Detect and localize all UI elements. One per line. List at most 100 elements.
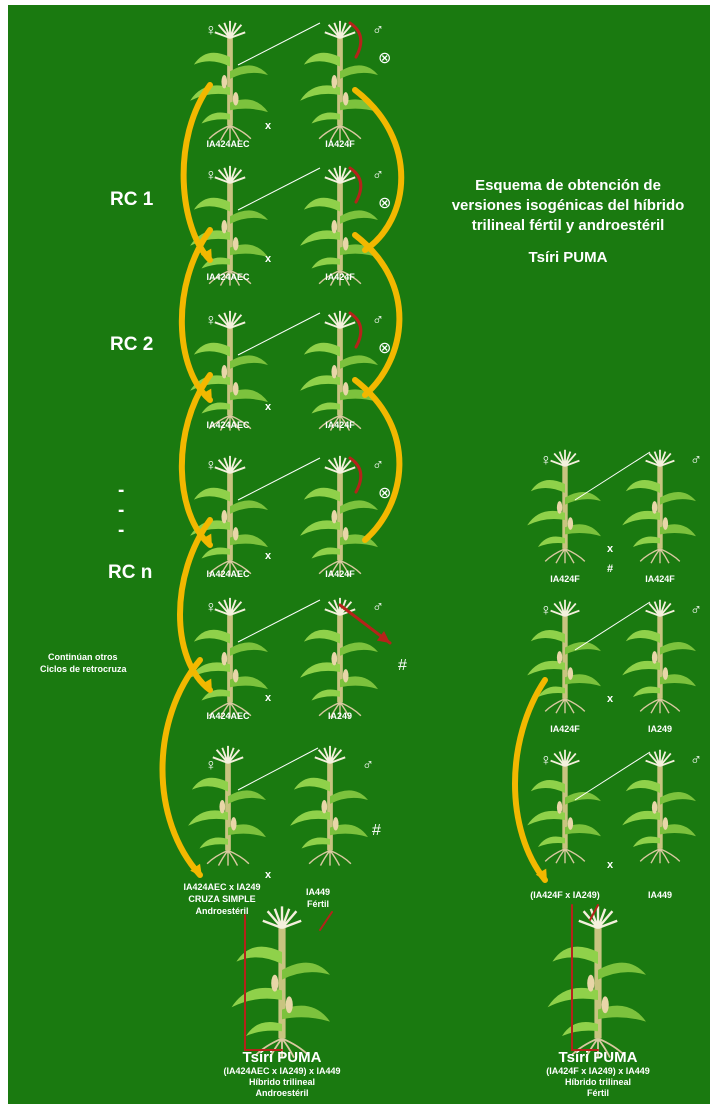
hybrid-name-right: Tsíri PUMA	[559, 1049, 638, 1066]
right-male-plant	[622, 600, 696, 713]
label-rcn: RC n	[108, 562, 152, 583]
pollen-line	[238, 168, 320, 210]
hybrid-left-line-1: (IA424AEC x IA249) x IA449	[223, 1066, 340, 1076]
female-symbol: ♀	[205, 457, 217, 474]
hash-symbol: #	[398, 657, 407, 674]
right-female-label: IA424F	[550, 724, 580, 734]
male-plant	[300, 166, 378, 286]
hash-symbol: #	[372, 822, 381, 839]
male-label: IA424F	[325, 569, 355, 579]
label-rc2: RC 2	[110, 334, 153, 355]
selfing-symbol: ⊗	[378, 340, 391, 357]
backcross-loop	[515, 680, 545, 880]
pollen-line	[575, 752, 650, 800]
hybrid-plant-right	[548, 906, 646, 1057]
single-cross-line-2: CRUZA SIMPLE	[188, 894, 255, 904]
note-line-2: Ciclos de retrocruza	[40, 664, 128, 674]
female-symbol: ♀	[205, 757, 217, 774]
single-cross-female-plant	[188, 746, 266, 866]
female-plant	[190, 166, 268, 286]
title-line-1: Esquema de obtención de	[475, 177, 661, 194]
male-label: IA424F	[325, 272, 355, 282]
male-symbol: ♂	[690, 452, 702, 469]
hybrid-left-line-2: Híbrido trilineal	[249, 1077, 315, 1087]
cross-symbol: x	[607, 693, 614, 705]
right-female-plant	[527, 750, 601, 863]
subtitle: Tsíri PUMA	[529, 249, 608, 266]
tester-plant	[290, 746, 368, 866]
male-label: IA424F	[325, 139, 355, 149]
male-symbol: ♂	[372, 312, 384, 329]
cross-symbol: x	[265, 692, 272, 704]
dot-1: -	[118, 480, 124, 501]
female-symbol: ♀	[205, 312, 217, 329]
right-male-label: IA449	[648, 890, 672, 900]
right-male-plant	[622, 450, 696, 563]
hybrid-plant-left	[232, 906, 330, 1057]
pollen-line	[575, 602, 650, 650]
pollen-line	[238, 23, 320, 65]
male-symbol: ♂	[690, 602, 702, 619]
female-symbol: ♀	[540, 452, 552, 469]
dot-2: -	[118, 500, 124, 521]
female-plant	[190, 21, 268, 141]
single-cross-line-1: IA424AEC x IA249	[183, 882, 260, 892]
pollen-line	[575, 452, 650, 500]
self-arrow	[350, 168, 361, 202]
female-label: IA424AEC	[206, 272, 250, 282]
cross-symbol: x	[265, 550, 272, 562]
female-label: IA424AEC	[206, 569, 250, 579]
hash-symbol: #	[607, 563, 613, 575]
male-symbol: ♂	[372, 167, 384, 184]
right-female-plant	[527, 450, 601, 563]
cross-symbol: x	[265, 401, 272, 413]
male-plant	[300, 311, 378, 431]
note-line-1: Continúan otros	[48, 652, 118, 662]
backcross-loop	[163, 660, 201, 875]
hybrid-right-line-1: (IA424F x IA249) x IA449	[546, 1066, 650, 1076]
cross-symbol: x	[607, 543, 614, 555]
male-label: IA249	[328, 711, 352, 721]
dot-3: -	[118, 520, 124, 541]
label-rc1: RC 1	[110, 189, 154, 210]
right-male-plant	[622, 750, 696, 863]
hybrid-right-line-3: Fértil	[587, 1088, 609, 1098]
male-symbol: ♂	[690, 752, 702, 769]
pollen-line	[238, 458, 320, 500]
female-symbol: ♀	[540, 602, 552, 619]
self-arrow	[350, 458, 361, 492]
hybrid-name-left: Tsíri PUMA	[243, 1049, 322, 1066]
female-plant	[190, 456, 268, 576]
title-line-3: trilineal fértil y androestéril	[472, 217, 665, 234]
pollen-line	[238, 600, 320, 642]
right-male-label: IA424F	[645, 574, 675, 584]
male-symbol: ♂	[372, 22, 384, 39]
self-arrow	[350, 23, 361, 57]
female-plant	[190, 311, 268, 431]
male-symbol: ♂	[372, 457, 384, 474]
female-label: IA424AEC	[206, 420, 250, 430]
lineage-line	[320, 912, 332, 930]
male-symbol: ♂	[362, 757, 374, 774]
female-symbol: ♀	[540, 752, 552, 769]
male-plant	[300, 21, 378, 141]
self-arrow	[350, 313, 361, 347]
female-symbol: ♀	[205, 22, 217, 39]
female-label: IA424AEC	[206, 139, 250, 149]
selfing-symbol: ⊗	[378, 50, 391, 67]
cross-symbol: x	[265, 253, 272, 265]
selfing-symbol: ⊗	[378, 195, 391, 212]
female-symbol: ♀	[205, 167, 217, 184]
cross-symbol: x	[265, 869, 272, 881]
female-label: IA424AEC	[206, 711, 250, 721]
cross-symbol: x	[265, 120, 272, 132]
tester-line-1: IA449	[306, 887, 330, 897]
male-plant	[300, 456, 378, 576]
title-line-2: versiones isogénicas del híbrido	[452, 197, 685, 214]
cross-symbol: x	[607, 859, 614, 871]
right-female-label: (IA424F x IA249)	[530, 890, 600, 900]
male-plant	[300, 598, 378, 718]
male-symbol: ♂	[372, 599, 384, 616]
